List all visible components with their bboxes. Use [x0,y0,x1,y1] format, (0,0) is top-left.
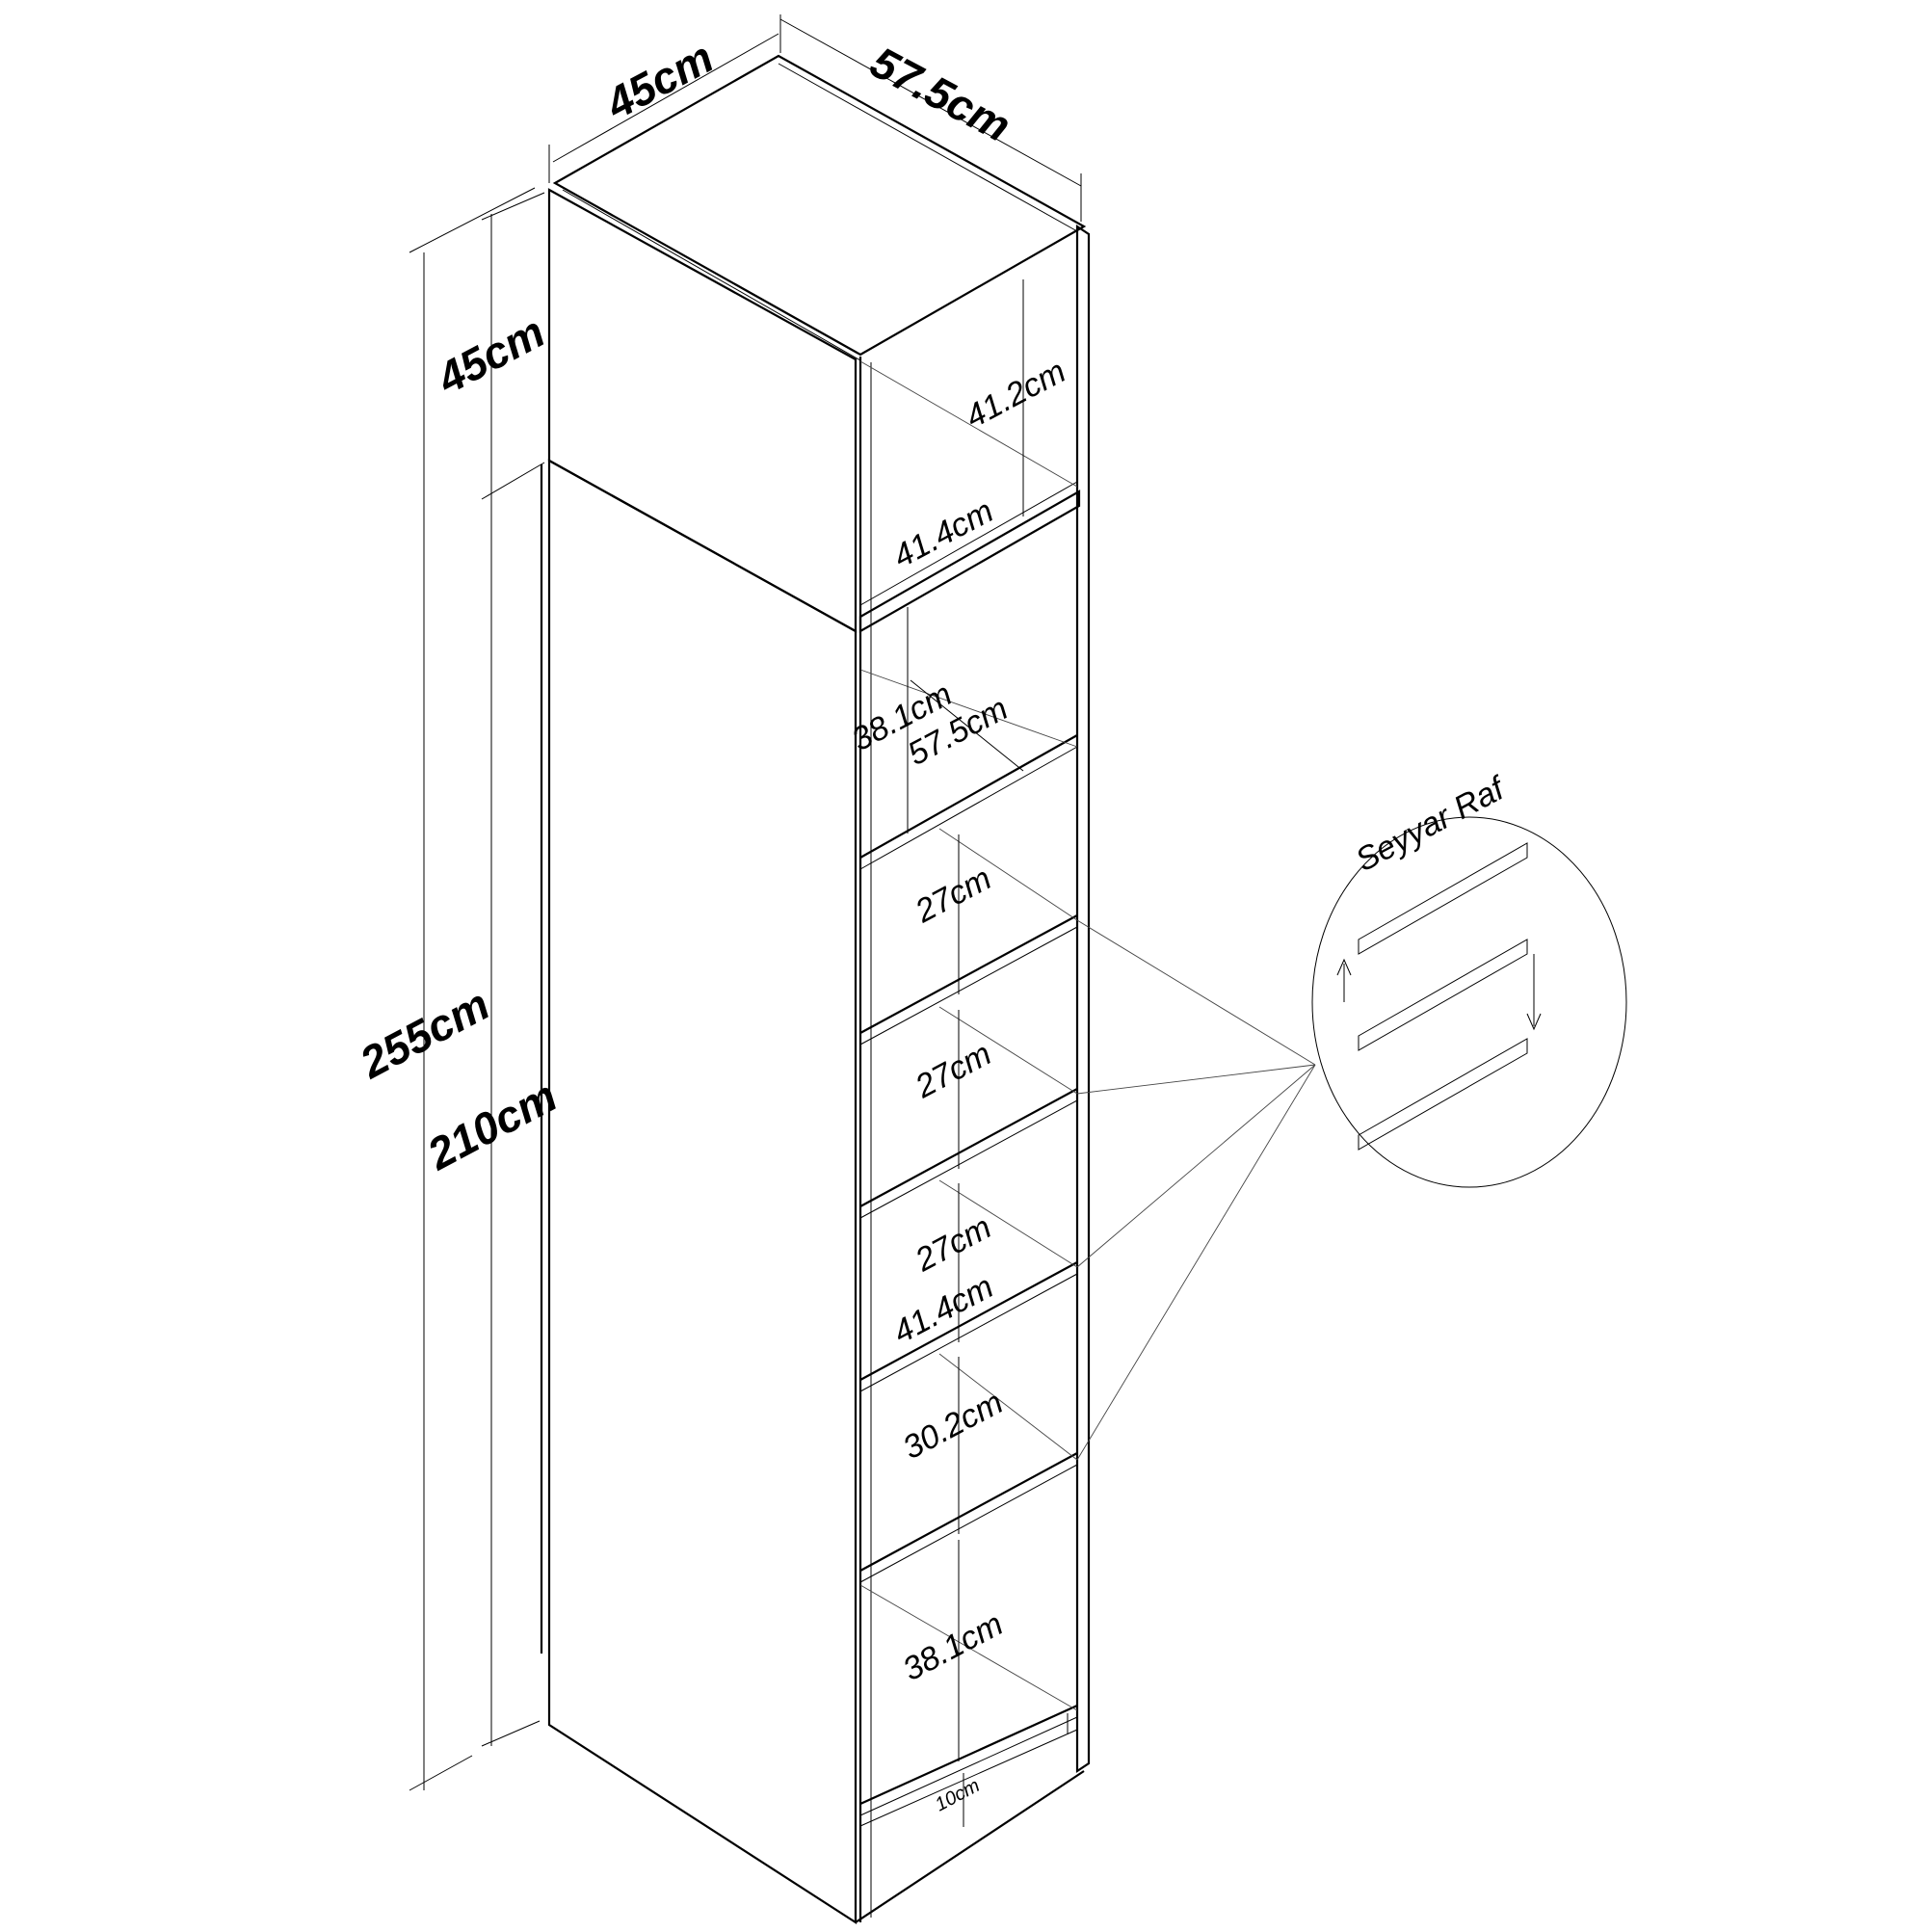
inner-perspective [859,360,1078,1711]
label-top-inner-width: 41.4cm [887,492,999,575]
shelf-5b [859,1464,1078,1583]
label-shelf5-height: 30.2cm [897,1384,1009,1467]
label-top-depth: 57.5cm [862,37,1018,151]
main-side-panel [547,459,858,1925]
plinth [859,1729,1078,1827]
outer-dimensions [409,14,1082,1791]
cabinet-body [540,54,1091,1925]
shelf-top-divider [858,490,1081,633]
shelf-1 [859,734,1078,859]
label-top-module-height: 45cm [428,306,552,405]
shelf-3b [859,1099,1078,1219]
label-top-inner-height: 41.2cm [960,353,1071,436]
top-lid-edge-back [778,63,1078,232]
shelves [858,481,1081,1827]
label-plinth-height: 10cm [932,1775,984,1815]
label-top-width: 45cm [596,32,721,130]
right-panel [1075,224,1091,1774]
label-movable-shelf: Seyyar Raf [1350,769,1513,879]
top-lid [552,54,1087,357]
callout-ellipse [1311,816,1627,1188]
dimension-labels: 45cm 57.5cm 45cm 255cm 210cm 41.2cm 41.4… [351,32,1513,1816]
inner-dimensions [907,279,1024,1827]
shelf-2b [859,926,1078,1045]
label-shelf4-height: 27cm [909,1208,997,1279]
shelf-5 [859,1452,1078,1572]
shelf-2 [859,914,1078,1034]
shelf-4b [859,1273,1078,1392]
shelf-bottom-b [859,1716,1078,1816]
bottom-edge [855,1770,1085,1923]
top-module-side [547,188,858,633]
top-lid-edge [562,189,861,361]
label-inner-width: 41.4cm [887,1268,999,1351]
label-shelf6-height: 38.1cm [897,1605,1009,1688]
shelf-top-back [859,481,1078,606]
shelf-3 [859,1088,1078,1207]
movable-shelf-callout [1076,816,1627,1461]
shelf-4 [859,1261,1078,1381]
shelf-bottom [859,1704,1078,1806]
shelf-1b [859,746,1078,870]
label-shelf3-height: 27cm [909,1035,997,1105]
label-shelf2-height: 27cm [909,860,997,930]
